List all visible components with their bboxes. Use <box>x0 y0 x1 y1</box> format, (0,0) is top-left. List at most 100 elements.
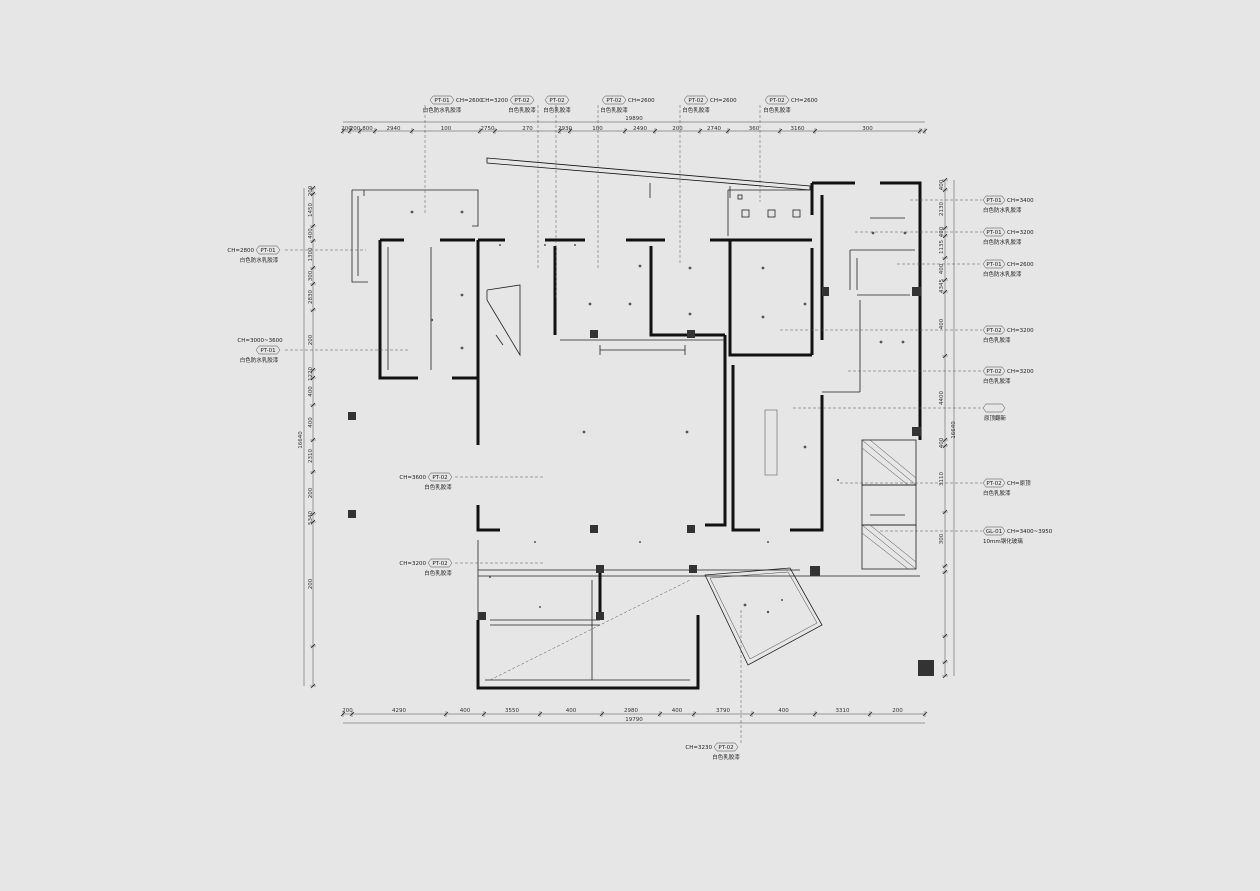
top-tag-2-code: PT-02 <box>549 98 564 104</box>
right-dim-0: 400 <box>939 179 945 190</box>
right-tag-6-code: PT-02 <box>986 481 1001 487</box>
left-dim-11: 200 <box>308 487 314 498</box>
bottom-dim-4: 400 <box>566 708 577 714</box>
top-tag-0-height: CH=2600 <box>456 98 483 104</box>
bottom-tag-desc: 白色乳胶漆 <box>712 753 740 761</box>
left-dim-2: 400 <box>308 228 314 239</box>
top-dim-7: 2930 <box>558 126 572 132</box>
top-dim-1: 200 <box>350 126 361 132</box>
left-tag-0-desc: 白色防水乳胶漆 <box>240 256 279 264</box>
right-dim-6: 400 <box>939 318 945 329</box>
left-dim-6: 200 <box>308 334 314 345</box>
right-tag-7-height: CH=3400~3950 <box>1007 529 1053 535</box>
left-total-dim: 16640 <box>298 431 304 449</box>
right-dim-5: 4345 <box>939 279 945 293</box>
inner-tag-1-desc: 白色乳胶漆 <box>424 569 452 577</box>
top-dim-9: 2490 <box>633 126 647 132</box>
top-tag-3-desc: 白色乳胶漆 <box>600 106 628 114</box>
top-dim-6: 270 <box>522 126 533 132</box>
right-dim-3: 1135 <box>939 240 945 254</box>
right-tag-1-desc: 白色防水乳胶漆 <box>983 238 1022 246</box>
bottom-tag-code: PT-02 <box>718 745 733 751</box>
right-tag-1-code: PT-01 <box>986 230 1001 236</box>
building-walls <box>351 157 922 690</box>
right-dim-10: 300 <box>939 533 945 544</box>
top-dim-4: 100 <box>441 126 452 132</box>
right-tag-7-code: GL-01 <box>986 529 1002 535</box>
structural-columns <box>348 287 934 676</box>
right-tag-2-desc: 白色防水乳胶漆 <box>983 270 1022 278</box>
top-tag-0-code: PT-01 <box>434 98 449 104</box>
top-tag-5-height: CH=2600 <box>791 98 818 104</box>
right-tag-1-height: CH=3200 <box>1007 230 1034 236</box>
bottom-dim-10: 200 <box>892 708 903 714</box>
left-tag-1-height: CH=3000~3600 <box>237 338 283 344</box>
right-tag-6-height: CH=原顶 <box>1007 480 1031 487</box>
left-dim-12: 5340 <box>308 511 314 525</box>
right-dim-4: 400 <box>939 263 945 274</box>
top-dim-14: 300 <box>862 126 873 132</box>
left-dim-8: 400 <box>308 386 314 397</box>
top-tag-5-code: PT-02 <box>769 98 784 104</box>
leader-lines <box>285 105 982 745</box>
inner-tag-0-code: PT-02 <box>432 475 447 481</box>
right-tag-5: 原顶翻新 <box>982 403 1007 422</box>
bottom-dim-0: 200 <box>342 708 353 714</box>
skylight-boxes <box>737 194 801 476</box>
left-tag-1-desc: 白色防水乳胶漆 <box>240 356 279 364</box>
top-tag-4-desc: 白色乳胶漆 <box>682 106 710 114</box>
bottom-total-dim: 19790 <box>625 717 643 723</box>
left-dim-13: 200 <box>308 578 314 589</box>
top-dim-5: 2750 <box>481 126 495 132</box>
top-dim-10: 200 <box>672 126 683 132</box>
right-tag-5-desc: 原顶翻新 <box>984 414 1007 422</box>
top-tag-3-code: PT-02 <box>606 98 621 104</box>
bottom-dim-6: 400 <box>672 708 683 714</box>
bottom-dim-7: 3790 <box>716 708 730 714</box>
right-total-dim: 16640 <box>951 421 957 439</box>
top-dim-11: 2740 <box>707 126 721 132</box>
left-dim-9: 400 <box>308 417 314 428</box>
bottom-dim-1: 4290 <box>392 708 406 714</box>
inner-tag-0-height: CH=3600 <box>399 475 426 481</box>
left-tag-1-code: PT-01 <box>260 348 275 354</box>
top-total-dim: 19890 <box>625 116 643 122</box>
top-tag-5-desc: 白色乳胶漆 <box>763 106 791 114</box>
bottom-dim-9: 3310 <box>836 708 850 714</box>
right-dim-8: 400 <box>939 437 945 448</box>
right-tag-3-code: PT-02 <box>986 328 1001 334</box>
right-tag-4-desc: 白色乳胶漆 <box>983 377 1011 385</box>
bottom-tag-height: CH=3230 <box>685 745 712 751</box>
right-tag-4-code: PT-02 <box>986 369 1001 375</box>
right-tag-2-height: CH=2600 <box>1007 262 1034 268</box>
top-dim-3: 2940 <box>387 126 401 132</box>
left-dim-4: 300 <box>308 270 314 281</box>
bottom-dim-2: 400 <box>460 708 471 714</box>
right-tag-0-desc: 白色防水乳胶漆 <box>983 206 1022 214</box>
top-dim-2: 800 <box>362 126 373 132</box>
right-tag-1: PT-01 CH=3200 白色防水乳胶漆 <box>982 227 1034 246</box>
right-tag-3-height: CH=3200 <box>1007 328 1034 334</box>
left-dimension-chain: 2001450400130030028302001220400400231020… <box>298 185 316 689</box>
top-dim-0: 200 <box>341 126 352 132</box>
left-dim-10: 2310 <box>308 449 314 463</box>
bottom-dim-8: 400 <box>778 708 789 714</box>
left-dim-7: 1220 <box>308 367 314 381</box>
